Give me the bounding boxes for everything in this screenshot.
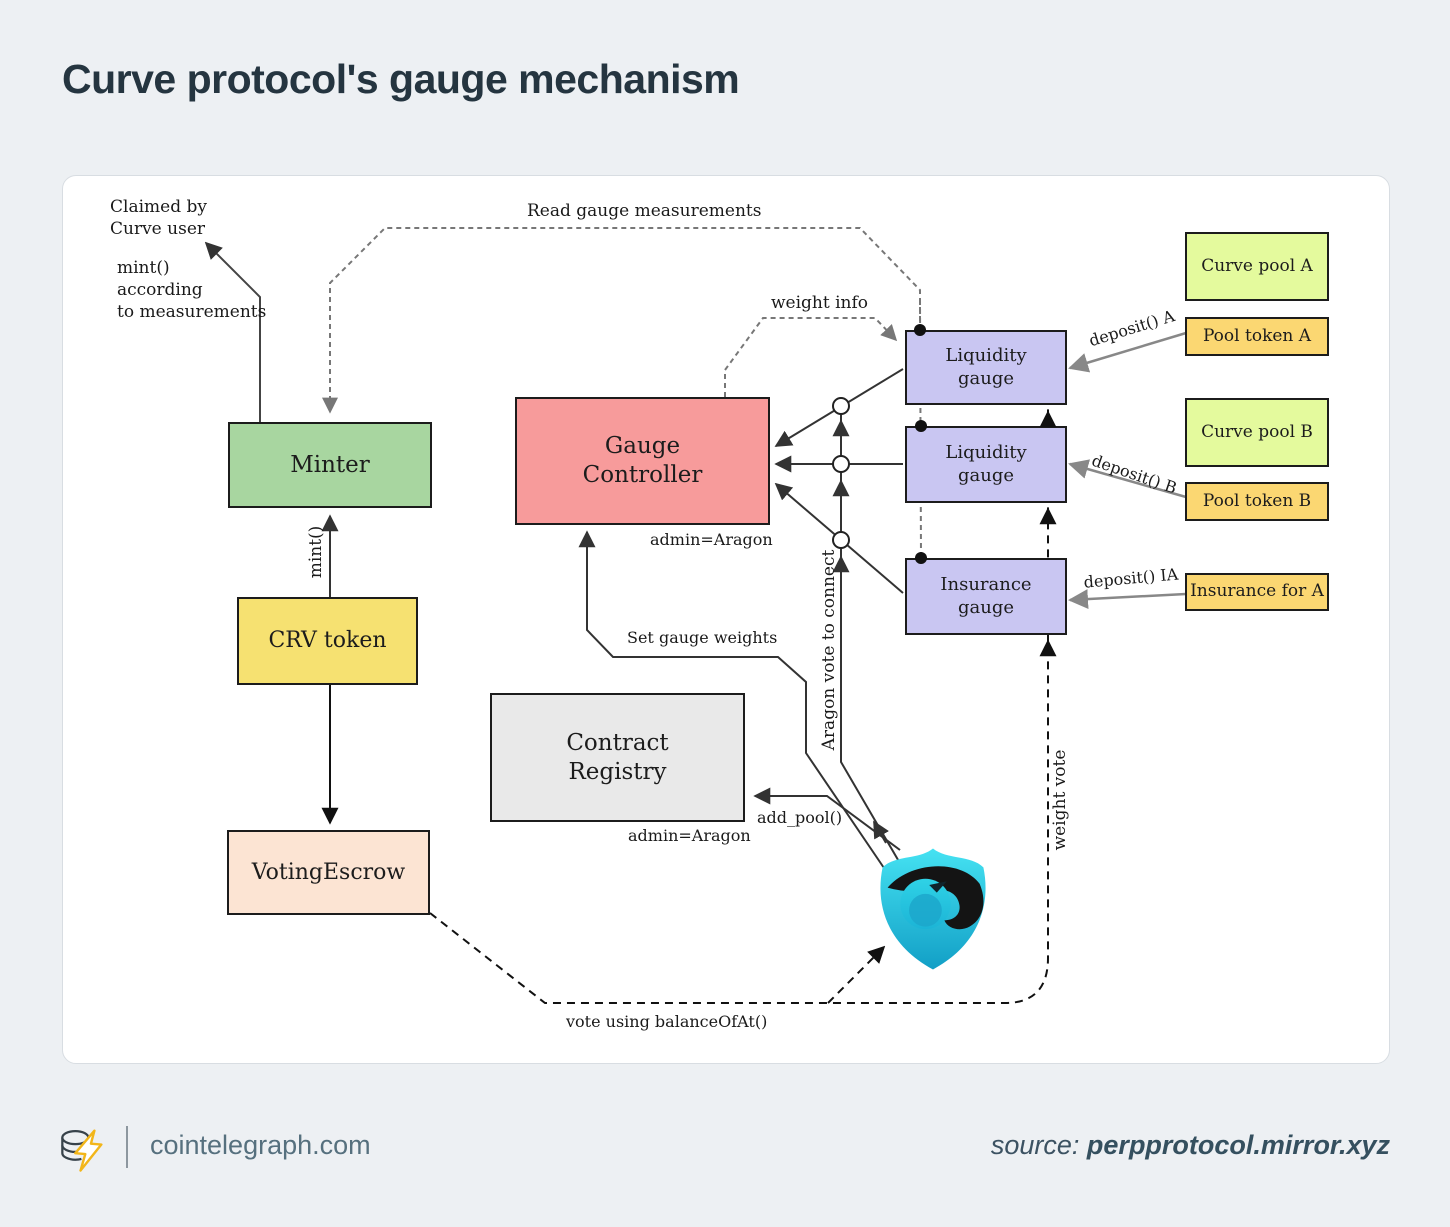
read-gauge-measurements-label: Read gauge measurements — [527, 201, 762, 221]
mint-fn-label: mint() — [305, 525, 326, 579]
insurance-gauge-label: Insurance gauge — [940, 574, 1032, 618]
crv-token-label: CRV token — [268, 628, 387, 654]
aragon-logo-icon — [880, 848, 986, 970]
source-label: source: — [990, 1130, 1080, 1160]
liquidity-gauge-b-box: Liquidity gauge — [905, 426, 1067, 503]
cointelegraph-logo-icon — [61, 1129, 103, 1172]
minter-box: Minter — [228, 422, 432, 508]
aragon-vote-to-connect-label: Aragon vote to connect — [818, 549, 839, 751]
insurance-for-a-box: Insurance for A — [1185, 573, 1329, 611]
curve-pool-a-box: Curve pool A — [1185, 232, 1329, 301]
liquidity-gauge-a-box: Liquidity gauge — [905, 330, 1067, 405]
crv-token-box: CRV token — [237, 597, 418, 685]
footer-site-text: cointelegraph.com — [150, 1130, 371, 1160]
footer-source-text: source: perpprotocol.mirror.xyz — [991, 1130, 1390, 1161]
page-title: Curve protocol's gauge mechanism — [62, 56, 740, 102]
source-value: perpprotocol.mirror.xyz — [1086, 1130, 1390, 1160]
set-gauge-weights-label: Set gauge weights — [627, 628, 778, 647]
contract-registry-admin-label: admin=Aragon — [628, 826, 751, 845]
footer-divider — [126, 1126, 128, 1168]
insurance-for-a-label: Insurance for A — [1190, 581, 1324, 602]
curve-pool-b-box: Curve pool B — [1185, 398, 1329, 467]
gauge-controller-box: Gauge Controller — [515, 397, 770, 525]
weight-vote-label: weight vote — [1049, 749, 1070, 851]
gauge-controller-admin-label: admin=Aragon — [650, 530, 773, 549]
voting-escrow-box: VotingEscrow — [227, 830, 430, 915]
footer: cointelegraph.com source: perpprotocol.m… — [0, 1100, 1450, 1190]
gauge-controller-label: Gauge Controller — [582, 433, 703, 488]
voting-escrow-label: VotingEscrow — [251, 859, 406, 885]
minter-label: Minter — [290, 451, 370, 478]
curve-pool-b-label: Curve pool B — [1201, 421, 1313, 442]
pool-token-a-box: Pool token A — [1185, 317, 1329, 356]
mint-according-label: mint() according to measurements — [117, 258, 267, 323]
pool-token-b-box: Pool token B — [1185, 482, 1329, 521]
liquidity-gauge-b-label: Liquidity gauge — [945, 442, 1027, 486]
contract-registry-label: Contract Registry — [566, 729, 669, 785]
insurance-gauge-box: Insurance gauge — [905, 558, 1067, 635]
liquidity-gauge-a-label: Liquidity gauge — [945, 345, 1027, 389]
vote-using-balance-label: vote using balanceOfAt() — [566, 1012, 768, 1031]
pool-token-a-label: Pool token A — [1202, 325, 1312, 346]
pool-token-b-label: Pool token B — [1202, 490, 1312, 511]
claimed-by-label: Claimed by Curve user — [110, 197, 207, 240]
weight-info-label: weight info — [771, 293, 869, 313]
add-pool-label: add_pool() — [757, 808, 843, 827]
curve-pool-a-label: Curve pool A — [1201, 255, 1313, 276]
contract-registry-box: Contract Registry — [490, 693, 745, 822]
